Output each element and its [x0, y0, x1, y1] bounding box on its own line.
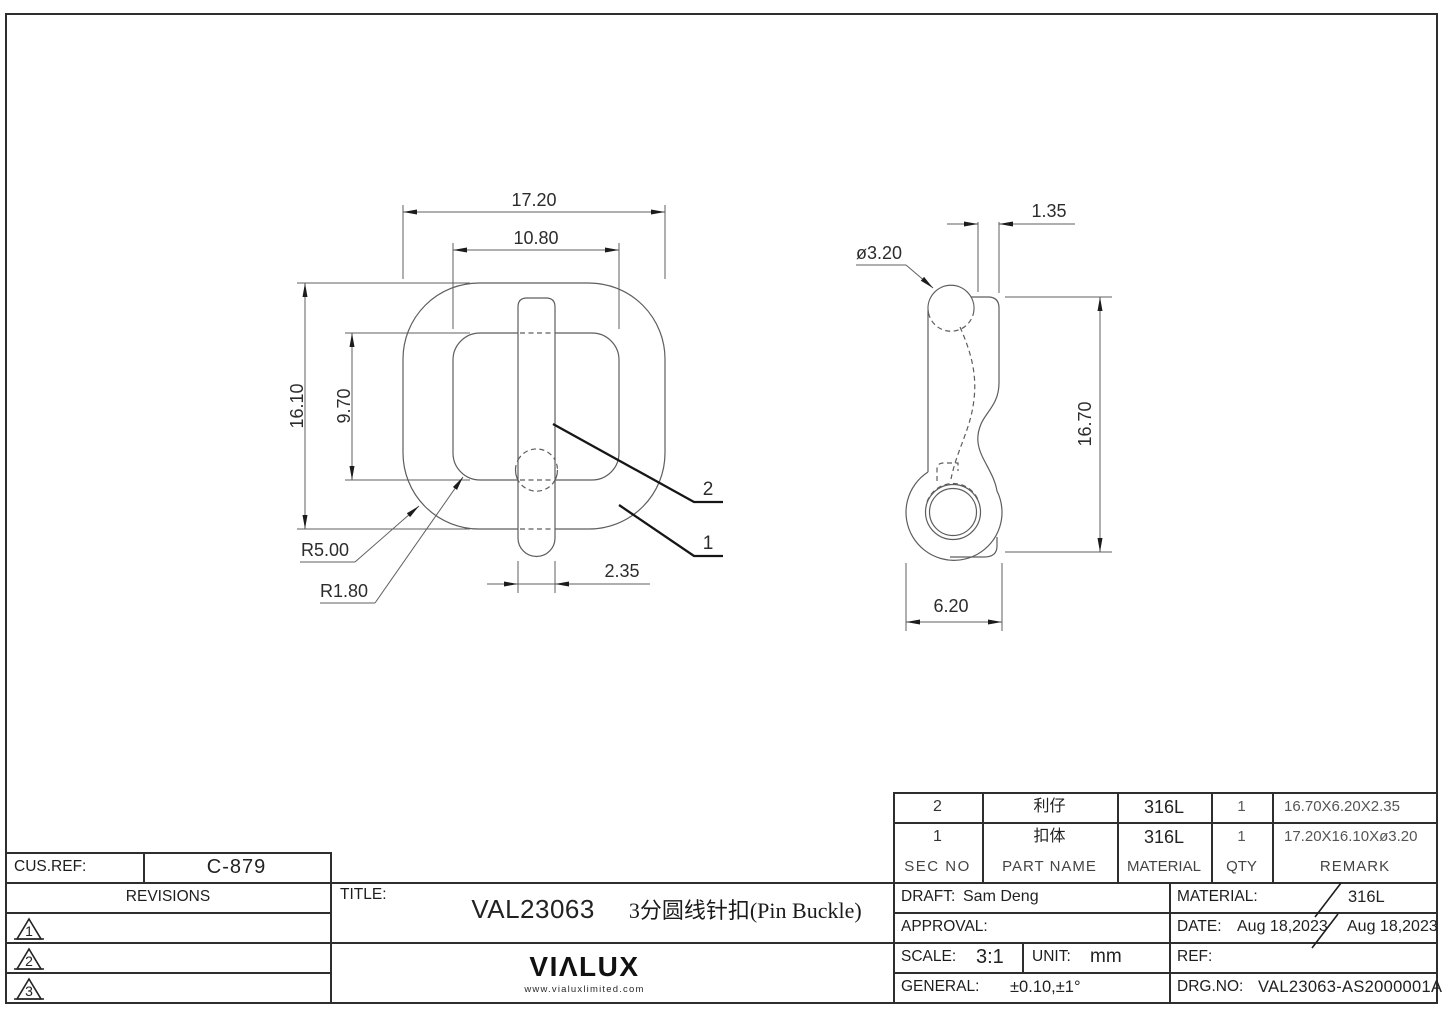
part-row-qty: 1 [1237, 828, 1246, 845]
grid-line [1272, 792, 1274, 882]
title-content: VAL23063 3分圆线针扣(Pin Buckle) [385, 893, 948, 939]
grid-line [6, 942, 1438, 944]
material-value: 316L [1348, 888, 1385, 906]
grid-line [1117, 792, 1119, 882]
draft-value: Sam Deng [963, 888, 1039, 905]
part-row-sec-no: 1 [933, 828, 942, 845]
unit-value: mm [1090, 946, 1122, 967]
cus-ref-value: C-879 [206, 856, 267, 878]
drg-no-label: DRG.NO: [1177, 978, 1244, 995]
grid-line [1022, 942, 1024, 972]
grid-line [6, 912, 330, 914]
vialux-logo: VIΛLUX [529, 951, 640, 982]
cus-ref-label: CUS.REF: [14, 858, 87, 875]
revision-3-number: 3 [25, 983, 33, 999]
grid-line [893, 822, 1438, 824]
draft-label: DRAFT: [901, 888, 956, 905]
drawing-frame [5, 13, 1438, 1004]
parts-header-material: MATERIAL [1127, 858, 1201, 875]
part-row-remark: 16.70X6.20X2.35 [1284, 798, 1400, 815]
title-label: TITLE: [340, 886, 387, 903]
part-row-qty: 1 [1237, 798, 1246, 815]
material-label: MATERIAL: [1177, 888, 1258, 905]
ref-label: REF: [1177, 948, 1213, 965]
unit-label: UNIT: [1032, 948, 1071, 965]
date-value-2: Aug 18,2023 [1347, 918, 1438, 935]
part-row-remark: 17.20X16.10Xø3.20 [1284, 828, 1418, 845]
grid-line [6, 972, 330, 974]
date-label: DATE: [1177, 918, 1222, 935]
part-row-sec-no: 2 [933, 798, 942, 815]
scale-label: SCALE: [901, 948, 957, 965]
revision-1-triangle-icon: 1 [14, 917, 44, 940]
part-row-material: 316L [1143, 827, 1185, 847]
logo-cell: VIΛLUX www.vialuxlimited.com [330, 944, 893, 1002]
grid-line [6, 852, 330, 854]
grid-line [893, 912, 1438, 914]
drg-no-value: VAL23063-AS2000001A [1258, 978, 1443, 996]
grid-line [1169, 882, 1171, 1002]
revisions-header: REVISIONS [125, 888, 211, 905]
product-name: 3分圆线针扣(Pin Buckle) [628, 898, 862, 923]
revision-2-triangle-icon: 2 [14, 947, 44, 970]
general-label: GENERAL: [901, 978, 980, 995]
part-row-name: 利仔 [1033, 798, 1066, 815]
revision-2-number: 2 [25, 953, 33, 969]
grid-line [330, 852, 332, 1002]
parts-header-sec-no: SEC NO [904, 858, 971, 875]
grid-line [893, 972, 1438, 974]
grid-line [1211, 792, 1213, 882]
parts-header-part-name: PART NAME [1002, 858, 1097, 875]
grid-line [893, 792, 895, 1002]
grid-line [982, 792, 984, 882]
revision-3-triangle-icon: 3 [14, 977, 44, 1000]
part-row-name: 扣体 [1033, 828, 1066, 845]
scale-value: 3:1 [976, 946, 1004, 968]
approval-label: APPROVAL: [901, 918, 988, 935]
grid-line [893, 792, 1438, 794]
revision-1-number: 1 [25, 923, 33, 939]
date-value-1: Aug 18,2023 [1237, 918, 1328, 935]
vialux-website: www.vialuxlimited.com [524, 984, 645, 995]
grid-line [143, 852, 145, 882]
grid-line [6, 882, 1438, 884]
parts-header-qty: QTY [1226, 858, 1257, 875]
parts-header-remark: REMARK [1319, 858, 1391, 875]
general-value: ±0.10,±1° [1010, 978, 1081, 996]
part-row-material: 316L [1143, 797, 1185, 817]
drawing-code: VAL23063 [471, 894, 595, 924]
